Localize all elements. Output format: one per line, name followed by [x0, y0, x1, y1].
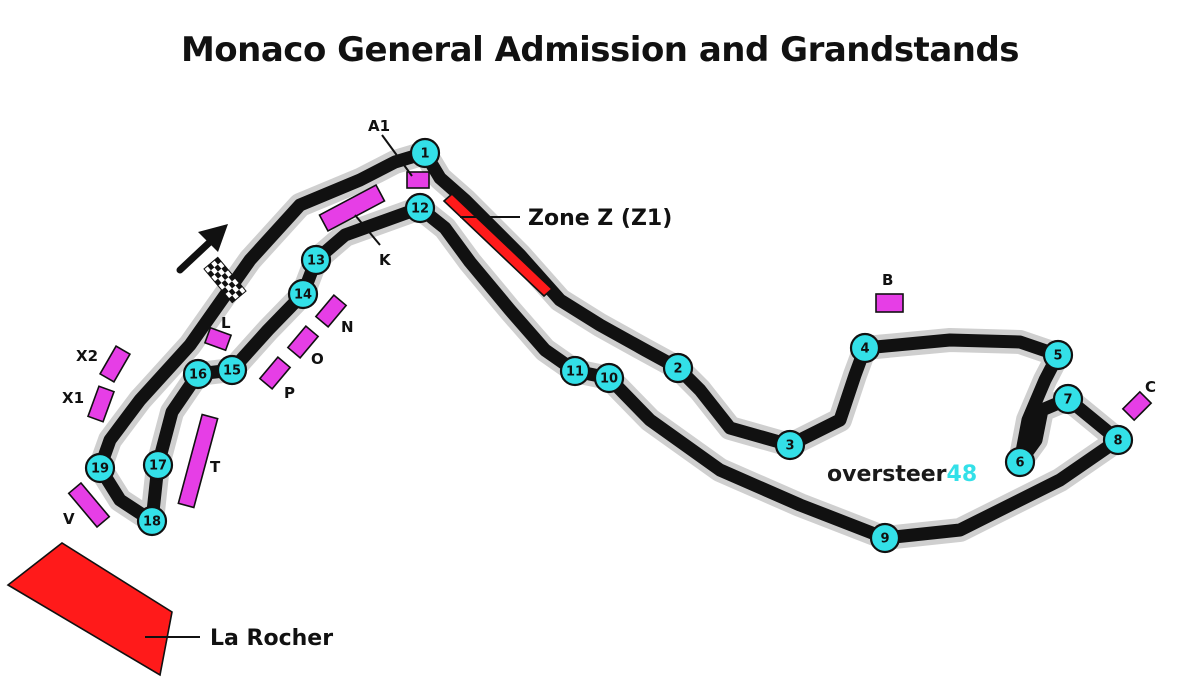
label-v: V — [63, 510, 75, 528]
turn-marker-6[interactable]: 6 — [1004, 446, 1036, 478]
turn-marker-10[interactable]: 10 — [593, 362, 625, 394]
grandstand-a1[interactable] — [406, 171, 430, 189]
label-t: T — [210, 458, 221, 476]
turn-marker-8[interactable]: 8 — [1102, 424, 1134, 456]
turn-label: 3 — [785, 439, 794, 454]
grandstand-l[interactable] — [203, 326, 233, 352]
grandstand-p[interactable] — [258, 356, 292, 390]
label-la-rocher: La Rocher — [210, 626, 333, 651]
turn-marker-5[interactable]: 5 — [1042, 339, 1074, 371]
turn-marker-12[interactable]: 12 — [404, 192, 436, 224]
turn-label: 7 — [1063, 393, 1072, 408]
turn-marker-9[interactable]: 9 — [869, 522, 901, 554]
label-zone-z1: Zone Z (Z1) — [528, 206, 672, 231]
label-a1: A1 — [368, 117, 390, 135]
label-p: P — [284, 384, 295, 402]
brand-part1: oversteer — [827, 462, 947, 487]
map-title: Monaco General Admission and Grandstands — [180, 30, 1020, 70]
grandstand-b[interactable] — [875, 293, 904, 313]
brand-logo: oversteer48 — [827, 462, 977, 487]
label-n: N — [341, 318, 354, 336]
turn-label: 12 — [411, 202, 429, 217]
turn-marker-15[interactable]: 15 — [216, 354, 248, 386]
label-x2: X2 — [76, 347, 98, 365]
leader-k — [354, 214, 381, 246]
grandstand-t[interactable] — [177, 413, 219, 509]
turn-label: 2 — [673, 362, 682, 377]
turn-marker-18[interactable]: 18 — [136, 505, 168, 537]
zone-z1-area[interactable] — [442, 192, 554, 298]
turn-label: 16 — [189, 368, 207, 383]
grandstand-v[interactable] — [67, 481, 111, 529]
turn-label: 5 — [1053, 349, 1062, 364]
turn-marker-14[interactable]: 14 — [287, 278, 319, 310]
turn-label: 14 — [294, 288, 312, 303]
turn-marker-4[interactable]: 4 — [849, 332, 881, 364]
turn-marker-16[interactable]: 16 — [182, 358, 214, 390]
turn-label: 15 — [223, 364, 241, 379]
turn-label: 13 — [307, 254, 325, 269]
grandstand-n[interactable] — [314, 294, 348, 328]
turn-marker-11[interactable]: 11 — [559, 355, 591, 387]
turn-marker-19[interactable]: 19 — [84, 452, 116, 484]
label-l: L — [221, 314, 231, 332]
turn-label: 8 — [1113, 434, 1122, 449]
grandstand-x2[interactable] — [98, 345, 132, 383]
label-k: K — [379, 251, 392, 269]
start-finish-flag-icon — [203, 256, 247, 304]
turn-marker-2[interactable]: 2 — [662, 352, 694, 384]
label-b: B — [882, 271, 893, 289]
direction-arrow-icon — [176, 224, 228, 274]
turn-label: 19 — [91, 462, 109, 477]
label-c: C — [1145, 378, 1156, 396]
la-rocher-area[interactable] — [6, 542, 173, 677]
turn-label: 9 — [880, 532, 889, 547]
turn-label: 4 — [860, 342, 869, 357]
turn-label: 17 — [149, 459, 167, 474]
turn-marker-3[interactable]: 3 — [774, 429, 806, 461]
turn-marker-1[interactable]: 1 — [409, 137, 441, 169]
label-x1: X1 — [62, 389, 84, 407]
turn-marker-7[interactable]: 7 — [1052, 383, 1084, 415]
grandstand-c[interactable] — [1121, 390, 1153, 422]
brand-part2: 48 — [947, 462, 978, 487]
turn-label: 11 — [566, 365, 584, 380]
grandstand-x1[interactable] — [86, 385, 116, 423]
turn-label: 1 — [420, 147, 429, 162]
leader-a1 — [381, 134, 413, 177]
grandstand-o[interactable] — [286, 325, 320, 359]
turn-label: 18 — [143, 515, 161, 530]
label-o: O — [311, 350, 324, 368]
turn-label: 6 — [1015, 456, 1024, 471]
turn-label: 10 — [600, 372, 618, 387]
turn-marker-17[interactable]: 17 — [142, 449, 174, 481]
turn-marker-13[interactable]: 13 — [300, 244, 332, 276]
